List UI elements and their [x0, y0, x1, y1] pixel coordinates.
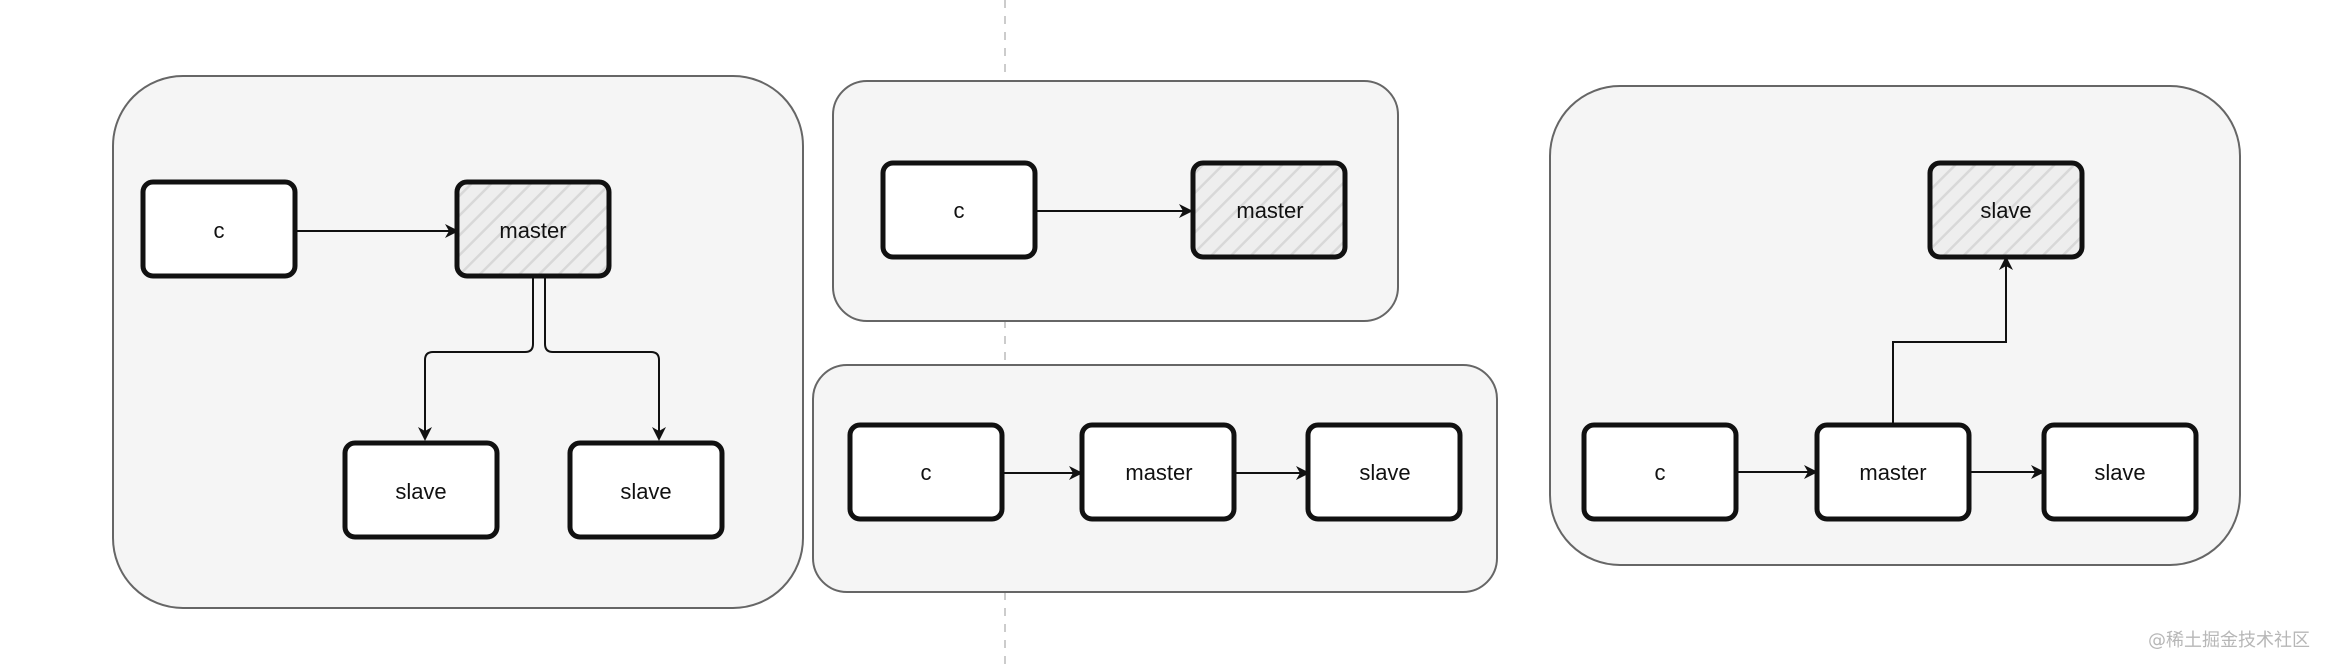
node-master-branch-label: master [1859, 460, 1926, 485]
node-master-chain: master [1079, 422, 1237, 522]
panel-chain: c master slave [812, 364, 1498, 593]
node-c-branch-label: c [1655, 460, 1666, 485]
edge-master-to-slave-1 [418, 278, 534, 441]
node-c-branch: c [1581, 422, 1739, 522]
node-master-direct: master [1190, 160, 1348, 260]
node-master-branch: master [1814, 422, 1972, 522]
node-slave-top-branch-label: slave [1980, 198, 2031, 223]
panel-direct: c master [832, 80, 1399, 322]
edge-master-to-slave-2 [544, 278, 666, 441]
node-master-direct-label: master [1236, 198, 1303, 223]
watermark-text: @稀土掘金技术社区 [2148, 630, 2310, 651]
node-slave-1: slave [342, 440, 500, 540]
edge-master-to-slave-top-branch [1892, 256, 2013, 425]
node-slave-right-branch: slave [2041, 422, 2199, 522]
node-slave-1-label: slave [395, 479, 446, 504]
node-c-label: c [214, 218, 225, 243]
node-c-direct: c [880, 160, 1038, 260]
node-c: c [140, 179, 298, 279]
node-c-chain-label: c [921, 460, 932, 485]
panel-tree: c master slave slave [112, 75, 804, 609]
node-slave-right-branch-label: slave [2094, 460, 2145, 485]
node-master: master [454, 179, 612, 279]
node-c-chain: c [847, 422, 1005, 522]
node-slave-chain-label: slave [1359, 460, 1410, 485]
node-slave-2: slave [567, 440, 725, 540]
node-slave-chain: slave [1305, 422, 1463, 522]
node-master-label: master [499, 218, 566, 243]
node-c-direct-label: c [954, 198, 965, 223]
panel-direct-background [832, 80, 1399, 322]
node-master-chain-label: master [1125, 460, 1192, 485]
node-slave-top-branch: slave [1927, 160, 2085, 260]
panel-branch: slave c master slave [1549, 85, 2241, 566]
node-slave-2-label: slave [620, 479, 671, 504]
